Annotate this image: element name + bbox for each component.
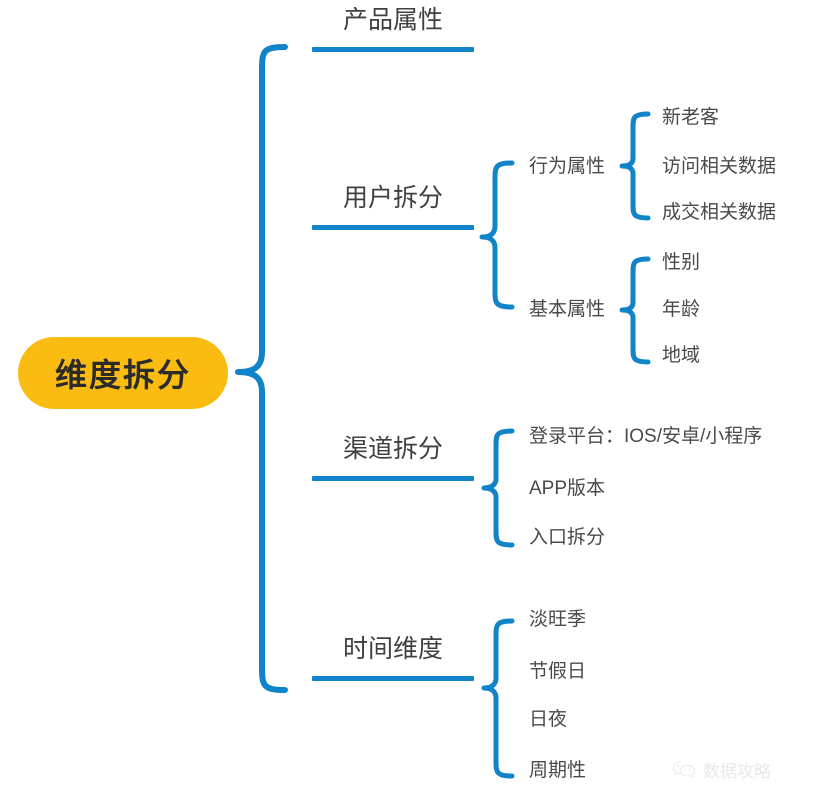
- leaf-holidays[interactable]: 节假日: [529, 661, 587, 682]
- branch-product-attributes[interactable]: 产品属性: [312, 8, 474, 52]
- branch-underline: [312, 225, 474, 230]
- watermark: 数据攻略: [672, 757, 771, 782]
- root-node-label: 维度拆分: [54, 357, 191, 393]
- brace-behavior-attrs: [619, 111, 651, 221]
- leaf-new-vs-returning[interactable]: 新老客: [662, 107, 720, 128]
- leaf-login-platform[interactable]: 登录平台：IOS/安卓/小程序: [529, 426, 763, 447]
- branch-time-dimension[interactable]: 时间维度: [312, 637, 474, 681]
- subbranch-behavior-attributes[interactable]: 行为属性: [529, 156, 606, 177]
- brace-user-split: [479, 160, 515, 310]
- leaf-day-night[interactable]: 日夜: [529, 709, 568, 730]
- leaf-age[interactable]: 年龄: [662, 299, 701, 320]
- leaf-visit-related-data[interactable]: 访问相关数据: [662, 156, 777, 177]
- branch-underline: [312, 476, 474, 481]
- branch-label: 时间维度: [342, 635, 443, 663]
- leaf-periodicity[interactable]: 周期性: [529, 760, 587, 781]
- branch-label: 渠道拆分: [342, 435, 443, 463]
- brace-basic-attrs: [619, 256, 651, 365]
- branch-underline: [312, 47, 474, 52]
- branch-label: 用户拆分: [342, 184, 443, 212]
- wechat-icon: [672, 761, 696, 778]
- leaf-off-peak-season[interactable]: 淡旺季: [529, 609, 587, 630]
- watermark-text: 数据攻略: [703, 762, 771, 782]
- subbranch-basic-attributes[interactable]: 基本属性: [529, 299, 606, 320]
- branch-channel-split[interactable]: 渠道拆分: [312, 437, 474, 481]
- leaf-app-version[interactable]: APP版本: [529, 478, 606, 499]
- brace-time-dimension: [481, 618, 515, 779]
- leaf-gender[interactable]: 性别: [662, 252, 701, 273]
- root-node[interactable]: 维度拆分: [18, 337, 228, 409]
- branch-user-split[interactable]: 用户拆分: [312, 186, 474, 230]
- leaf-transaction-related-data[interactable]: 成交相关数据: [662, 202, 777, 223]
- brace-channel-split: [481, 428, 515, 548]
- branch-label: 产品属性: [342, 6, 443, 34]
- leaf-entry-split[interactable]: 入口拆分: [529, 527, 606, 548]
- brace-root: [235, 44, 288, 693]
- leaf-region[interactable]: 地域: [662, 345, 701, 366]
- branch-underline: [312, 676, 474, 681]
